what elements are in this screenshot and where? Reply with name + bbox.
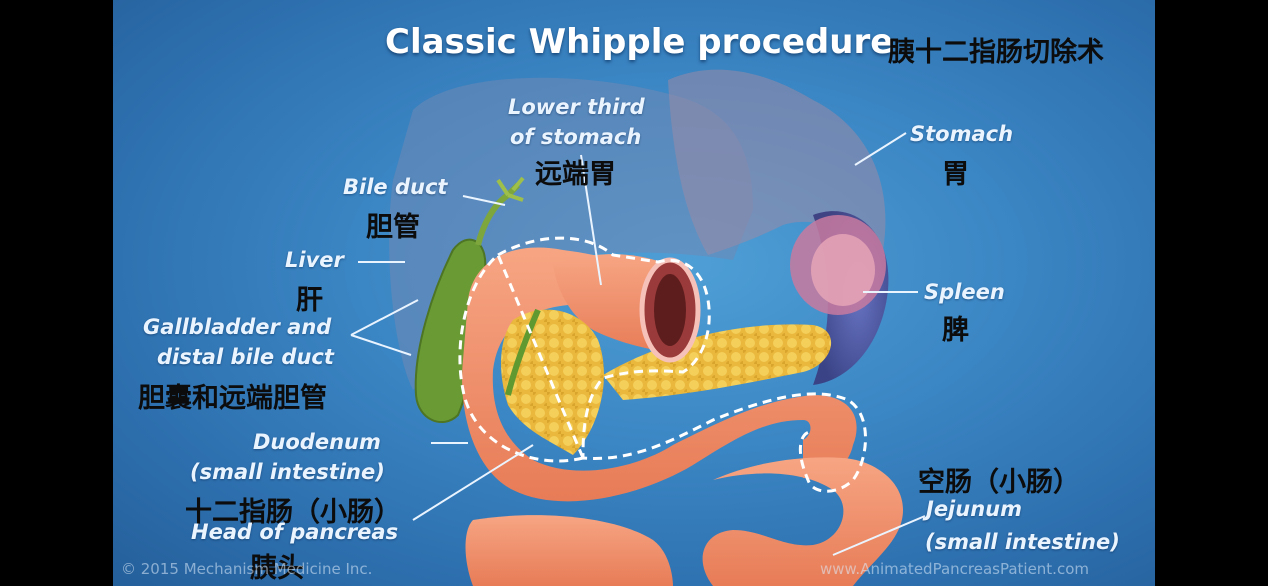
jejunum-label-2: (small intestine) [925, 530, 1120, 554]
gallbladder-label-1: Gallbladder and [143, 315, 331, 339]
page-title-zh: 胰十二指肠切除术 [888, 30, 1104, 69]
liver-label: Liver [285, 248, 344, 272]
lower-stomach-label-zh: 远端胃 [535, 152, 616, 191]
diagram-stage: Classic Whipple procedure 胰十二指肠切除术 Lower… [113, 0, 1155, 586]
gallbladder-label-zh: 胆囊和远端胆管 [138, 376, 327, 415]
gallbladder-label-2: distal bile duct [157, 345, 334, 369]
spleen-label: Spleen [924, 280, 1005, 304]
lower-stomach-label-2: of stomach [510, 125, 641, 149]
lower-stomach-label-1: Lower third [508, 95, 645, 119]
duodenum-label-1: Duodenum [253, 430, 381, 454]
page-title: Classic Whipple procedure [385, 22, 893, 62]
spleen-label-zh: 脾 [942, 308, 969, 347]
pancreas-head-label: Head of pancreas [191, 520, 398, 544]
website-footer: www.AnimatedPancreasPatient.com [820, 560, 1089, 578]
bile-duct-label: Bile duct [343, 175, 447, 199]
stomach-label-zh: 胃 [942, 152, 969, 191]
jejunum-label-zh: 空肠（小肠） [918, 460, 1080, 499]
bile-duct-label-zh: 胆管 [366, 205, 420, 244]
stomach-label: Stomach [910, 122, 1013, 146]
jejunum-label-1: Jejunum [926, 497, 1022, 521]
liver-label-zh: 肝 [296, 278, 323, 317]
duodenum-label-2: (small intestine) [190, 460, 385, 484]
copyright-footer: © 2015 Mechanism Medicine Inc. [121, 560, 372, 578]
